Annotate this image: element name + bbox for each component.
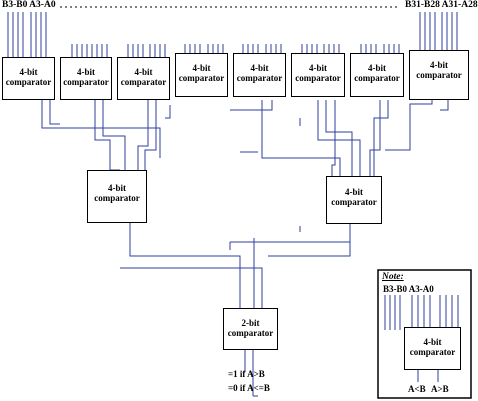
comparator-subtitle: comparator [63,77,109,88]
comparator-title: 4-bit [309,63,327,73]
legend-frame [377,269,472,399]
legend-title: Note: [382,272,404,282]
comparator-subtitle: comparator [236,73,283,84]
input-wires [7,12,458,57]
comparator-title: 4-bit [19,67,38,77]
comparator-title: 4-bit [368,63,386,73]
header-right-label: B31-B28 A31-A28 [405,0,478,10]
comparator-subtitle: comparator [120,77,167,88]
right-group-wires [230,100,449,176]
final-output-wires [244,350,258,397]
comparator-subtitle: comparator [227,328,274,339]
legend-output-greater: A>B [431,384,449,394]
comparator-subtitle: comparator [409,347,456,358]
legend-output-less: A<B [408,384,426,394]
comparator-title: 4-bit [345,187,363,197]
second-level-wires [120,223,351,308]
output-note-line2: =0 if A<=B [228,383,270,393]
comparator-title: 4-bit [108,183,126,193]
output-note-line1: =1 if A>B [228,369,265,379]
header-left-label: B3-B0 A3-A0 [2,0,56,10]
comparator-subtitle: comparator [295,73,341,84]
comparator-subtitle: comparator [416,70,462,81]
comparator-title: 4-bit [192,63,211,73]
comparator-subtitle: comparator [94,193,140,204]
comparator-title: 4-bit [430,60,448,70]
comparator-title: 4-bit [134,67,153,77]
comparator-subtitle: comparator [5,77,52,88]
left-group-wires [41,100,171,171]
legend-inputs-label: B3-B0 A3-A0 [383,284,434,294]
comparator-title: 4-bit [77,67,95,77]
comparator-subtitle: comparator [331,197,377,208]
comparator-title: 4-bit [250,63,269,73]
comparator-title: 2-bit [241,318,260,328]
legend-wires [384,295,459,382]
comparator-subtitle: comparator [178,73,225,84]
comparator-title: 4-bit [423,337,442,347]
comparator-subtitle: comparator [354,73,400,84]
